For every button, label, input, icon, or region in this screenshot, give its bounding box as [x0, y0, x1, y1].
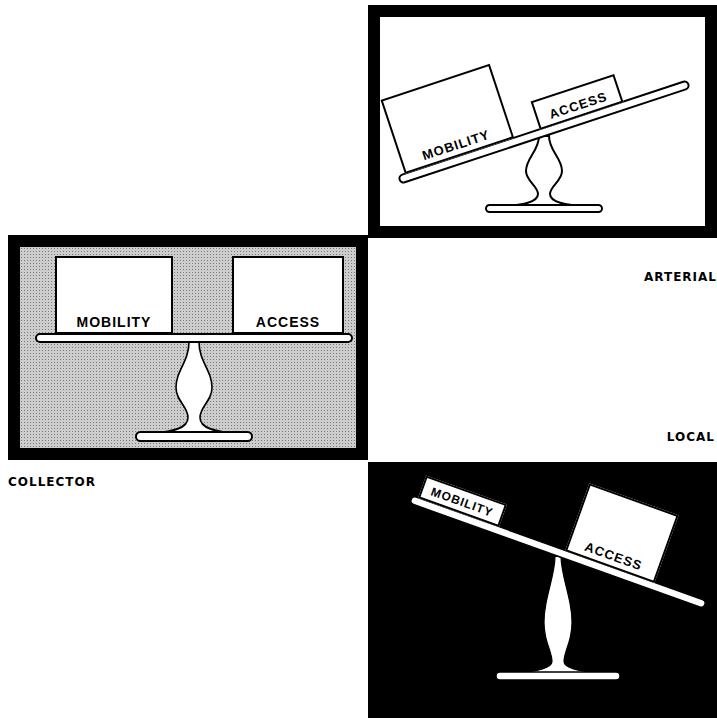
weight-label: MOBILITY — [77, 315, 152, 332]
collector-panel: COLLECTORMOBILITYACCESS — [8, 235, 368, 460]
access-weight: ACCESS — [531, 74, 624, 130]
road-class-label: ARTERIAL — [644, 270, 717, 284]
weight-label: ACCESS — [582, 540, 644, 575]
access-weight: ACCESS — [232, 256, 344, 334]
local-scale — [410, 496, 706, 680]
arterial-scale — [398, 80, 689, 212]
arterial-panel: ARTERIALMOBILITYACCESS — [368, 5, 717, 238]
weight-label: MOBILITY — [428, 485, 495, 521]
local-panel: LOCALMOBILITYACCESS — [368, 462, 717, 718]
road-class-label: COLLECTOR — [8, 475, 96, 489]
mobility-weight: MOBILITY — [55, 256, 173, 334]
weight-label: ACCESS — [256, 315, 320, 332]
road-class-label: LOCAL — [667, 430, 715, 444]
collector-scale — [36, 334, 352, 441]
weight-label: MOBILITY — [421, 128, 493, 165]
access-weight: ACCESS — [565, 483, 679, 583]
mobility-weight: MOBILITY — [381, 64, 515, 174]
mobility-weight: MOBILITY — [418, 475, 507, 527]
weight-label: ACCESS — [548, 90, 610, 124]
